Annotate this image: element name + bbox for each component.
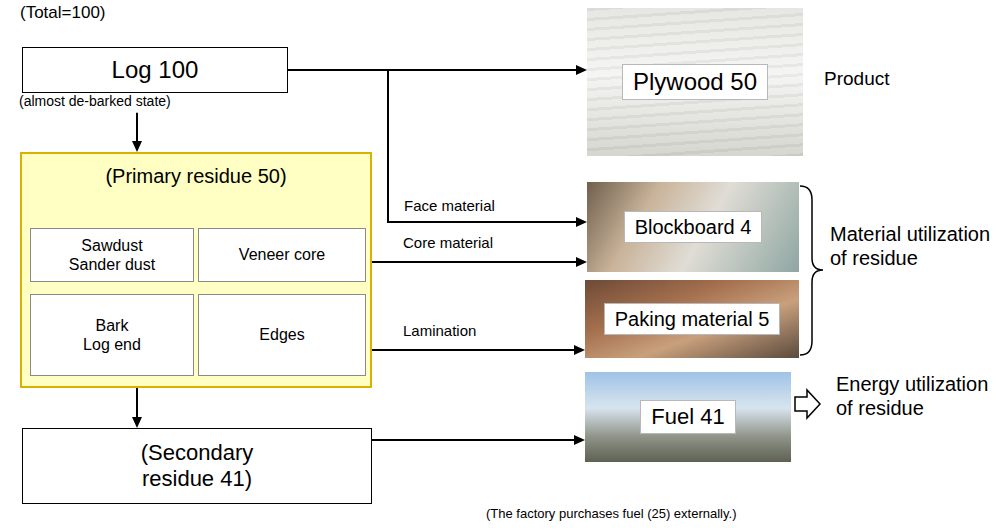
box-label: Paking material 5 <box>604 303 781 335</box>
arrow-head <box>574 435 585 445</box>
edge-label: Lamination <box>403 322 476 340</box>
flow-arrow <box>132 113 142 152</box>
product-photo: Fuel 41 <box>585 372 791 462</box>
product-photo: Paking material 5 <box>585 280 799 358</box>
curly-brace <box>800 186 823 355</box>
box-label: Log 100 <box>112 56 199 85</box>
total-note: (Total=100) <box>20 3 106 23</box>
residue-box: Edges <box>198 294 366 376</box>
arrow-head <box>132 141 142 152</box>
box-label: (Secondary residue 41) <box>107 440 287 493</box>
category-label: Product <box>824 68 889 91</box>
box-label: Blockboard 4 <box>624 211 763 243</box>
box-note: (almost de-barked state) <box>19 93 171 110</box>
category-label: Material utilization of residue <box>830 222 1000 270</box>
residue-box: (Secondary residue 41) <box>22 428 372 504</box>
arrow-head <box>576 217 587 227</box>
residue-box: Sawdust Sander dust <box>30 228 194 282</box>
residue-box: Bark Log end <box>30 294 194 376</box>
box-label: Veneer core <box>239 245 325 264</box>
edge-label: Core material <box>403 234 493 252</box>
residue-box: Veneer core <box>198 228 366 282</box>
flow-arrow <box>366 345 585 355</box>
category-label: Energy utilization of residue <box>836 372 1002 420</box>
flow-line <box>366 349 575 351</box>
flow-arrow <box>132 388 142 428</box>
arrow-head <box>574 345 585 355</box>
product-photo: Blockboard 4 <box>587 182 799 272</box>
hollow-arrow <box>795 390 820 418</box>
footnote: (The factory purchases fuel (25) externa… <box>486 506 736 522</box>
arrow-head <box>576 65 587 75</box>
edge-label: Face material <box>404 197 495 215</box>
flow-line <box>136 388 138 418</box>
box-label: Bark Log end <box>80 316 144 354</box>
residue-group: (Primary residue 50) Sawdust Sander dust V… <box>20 152 372 388</box>
flow-line <box>372 439 575 441</box>
box-label: (Primary residue 50) <box>105 164 286 188</box>
flow-arrow <box>372 435 585 445</box>
log-box: Log 100(almost de-barked state) <box>22 47 288 93</box>
box-label: Plywood 50 <box>622 64 768 101</box>
flow-arrow <box>366 257 587 267</box>
flow-line <box>366 261 577 263</box>
arrow-head <box>132 417 142 428</box>
box-label: Sawdust Sander dust <box>62 236 162 274</box>
box-label: Fuel 41 <box>640 400 735 434</box>
flow-line <box>136 113 138 142</box>
arrow-head <box>576 257 587 267</box>
box-label: Edges <box>259 325 304 344</box>
product-photo: Plywood 50 <box>587 8 803 156</box>
